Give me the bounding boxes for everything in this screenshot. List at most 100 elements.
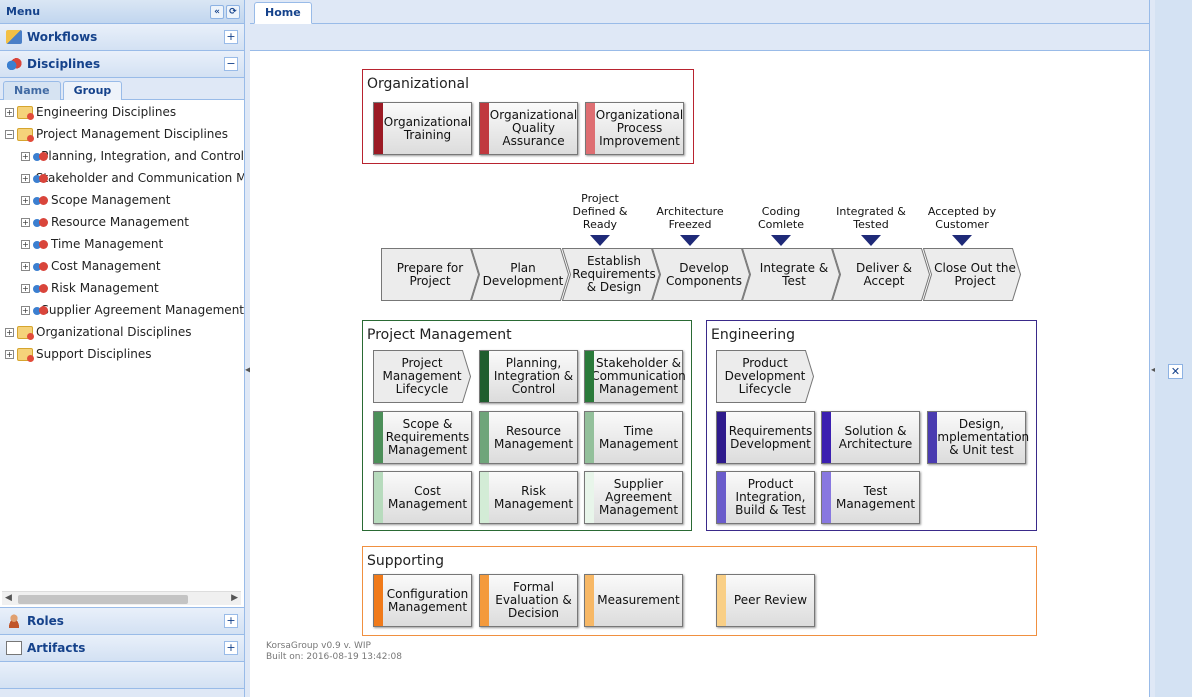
tree-node-planning[interactable]: +Planning, Integration, and Control <box>0 145 244 167</box>
scrollbar-thumb[interactable] <box>18 595 188 604</box>
engineering-card[interactable]: Test Management <box>821 471 920 524</box>
card-label: Formal Evaluation & Decision <box>495 580 572 620</box>
tree-node-engineering[interactable]: +Engineering Disciplines <box>0 101 244 123</box>
project-management-card[interactable]: Risk Management <box>479 471 578 524</box>
organizational-card[interactable]: Organizational Quality Assurance <box>479 102 578 155</box>
accordion-workflows-label: Workflows <box>27 30 98 44</box>
sidebar-splitter[interactable]: ◀ <box>245 0 252 697</box>
eng-lifecycle-chevron[interactable]: Product Development Lifecycle <box>716 350 814 403</box>
discipline-icon <box>32 150 50 163</box>
collapse-minus-icon[interactable]: − <box>224 57 238 71</box>
accordion-artifacts-label: Artifacts <box>27 641 86 655</box>
expand-icon[interactable]: + <box>21 217 30 227</box>
phase-label: Product Development Lifecycle <box>724 356 806 396</box>
milestone-marker-icon[interactable] <box>771 235 791 246</box>
expand-icon[interactable]: + <box>224 30 238 44</box>
phase-chevron[interactable]: Plan Development <box>471 248 569 301</box>
card-label: Product Integration, Build & Test <box>735 477 806 517</box>
expand-icon[interactable]: + <box>21 261 30 271</box>
supporting-card[interactable]: Measurement <box>584 574 683 627</box>
milestone-marker-icon[interactable] <box>952 235 972 246</box>
accordion-roles[interactable]: Roles + <box>0 608 244 635</box>
phase-chevron[interactable]: Prepare for Project <box>381 248 479 301</box>
tree-node-resource[interactable]: +Resource Management <box>0 211 244 233</box>
milestone-marker-icon[interactable] <box>861 235 881 246</box>
supporting-card[interactable]: Formal Evaluation & Decision <box>479 574 578 627</box>
card-label: Stakeholder & Communication Management <box>591 356 686 396</box>
scroll-left-icon[interactable]: ◀ <box>5 593 12 603</box>
accordion-roles-label: Roles <box>27 614 64 628</box>
tree-node-project-management[interactable]: − Project Management Disciplines <box>0 123 244 145</box>
engineering-card[interactable]: Product Integration, Build & Test <box>716 471 815 524</box>
supporting-card[interactable]: Peer Review <box>716 574 815 627</box>
milestone-marker-icon[interactable] <box>680 235 700 246</box>
tree-node-cost[interactable]: +Cost Management <box>0 255 244 277</box>
phase-chevron[interactable]: Establish Requirements & Design <box>562 248 660 301</box>
project-management-card[interactable]: Supplier Agreement Management <box>584 471 683 524</box>
engineering-card[interactable]: Design, Implementation & Unit test <box>927 411 1029 464</box>
project-management-card[interactable]: Planning, Integration & Control <box>479 350 578 403</box>
expand-icon[interactable]: + <box>224 641 238 655</box>
expand-icon[interactable]: + <box>5 327 14 337</box>
project-management-title: Project Management <box>367 327 512 343</box>
tree-node-supplier[interactable]: +Supplier Agreement Management <box>0 299 244 321</box>
accordion-artifacts[interactable]: Artifacts + <box>0 635 244 662</box>
project-management-card[interactable]: Resource Management <box>479 411 578 464</box>
engineering-card[interactable]: Solution & Architecture <box>821 411 920 464</box>
expand-icon[interactable]: + <box>21 305 30 315</box>
refresh-icon[interactable]: ⟳ <box>226 4 240 19</box>
expand-icon[interactable]: + <box>5 349 14 359</box>
pm-lifecycle-chevron[interactable]: Project Management Lifecycle <box>373 350 471 403</box>
tree-node-label: Project Management Disciplines <box>36 127 229 141</box>
expand-icon[interactable]: + <box>21 195 30 205</box>
main-panel: Home Organizational Project Management E… <box>250 0 1149 697</box>
tab-group[interactable]: Group <box>62 81 123 100</box>
project-management-card[interactable]: Scope & Requirements Management <box>373 411 472 464</box>
card-color-bar <box>374 412 383 463</box>
tree-horizontal-scrollbar[interactable]: ◀ ▶ <box>2 591 241 605</box>
right-panel-body <box>1155 0 1192 697</box>
tab-name[interactable]: Name <box>3 81 61 100</box>
card-label: Organizational Process Improvement <box>595 108 684 148</box>
expand-icon[interactable]: + <box>21 151 30 161</box>
expand-icon[interactable]: + <box>21 239 30 249</box>
tree-node-organizational[interactable]: + Organizational Disciplines <box>0 321 244 343</box>
organizational-card[interactable]: Organizational Training <box>373 102 472 155</box>
tree-node-time[interactable]: +Time Management <box>0 233 244 255</box>
project-management-card[interactable]: Time Management <box>584 411 683 464</box>
collapse-icon[interactable]: « <box>210 4 224 19</box>
phase-label: Close Out the Project <box>934 260 1016 288</box>
card-color-bar <box>822 412 831 463</box>
tree-node-stakeholder[interactable]: +Stakeholder and Communication Ma <box>0 167 244 189</box>
expand-left-icon[interactable]: ◀ <box>1151 365 1157 374</box>
project-management-card[interactable]: Cost Management <box>373 471 472 524</box>
tree-node-risk[interactable]: +Risk Management <box>0 277 244 299</box>
expand-icon[interactable]: + <box>21 173 30 183</box>
tree-node-support[interactable]: +Support Disciplines <box>0 343 244 365</box>
tab-home[interactable]: Home <box>254 2 312 24</box>
engineering-title: Engineering <box>711 327 795 343</box>
phase-chevron[interactable]: Develop Components <box>652 248 750 301</box>
milestone-marker-icon[interactable] <box>590 235 610 246</box>
phase-chevron[interactable]: Integrate & Test <box>742 248 840 301</box>
right-collapsed-panel: ◀ ✕ <box>1149 0 1192 697</box>
close-icon[interactable]: ✕ <box>1168 364 1183 379</box>
expand-icon[interactable]: + <box>5 107 14 117</box>
accordion-disciplines[interactable]: Disciplines − <box>0 51 244 78</box>
phase-chevron[interactable]: Deliver & Accept <box>832 248 930 301</box>
project-management-card[interactable]: Stakeholder & Communication Management <box>584 350 686 403</box>
collapse-left-icon[interactable]: ◀ <box>245 365 252 374</box>
tree-node-scope[interactable]: +Scope Management <box>0 189 244 211</box>
supporting-card[interactable]: Configuration Management <box>373 574 472 627</box>
discipline-icon <box>33 194 48 207</box>
engineering-card[interactable]: Requirements Development <box>716 411 815 464</box>
collapse-icon[interactable]: − <box>5 129 14 139</box>
organizational-card[interactable]: Organizational Process Improvement <box>585 102 684 155</box>
tree-node-label: Organizational Disciplines <box>36 325 192 339</box>
accordion-workflows[interactable]: Workflows + <box>0 24 244 51</box>
scroll-right-icon[interactable]: ▶ <box>231 593 238 603</box>
expand-icon[interactable]: + <box>224 614 238 628</box>
phase-chevron[interactable]: Close Out the Project <box>923 248 1021 301</box>
expand-icon[interactable]: + <box>21 283 30 293</box>
accordion-more[interactable] <box>0 662 244 689</box>
